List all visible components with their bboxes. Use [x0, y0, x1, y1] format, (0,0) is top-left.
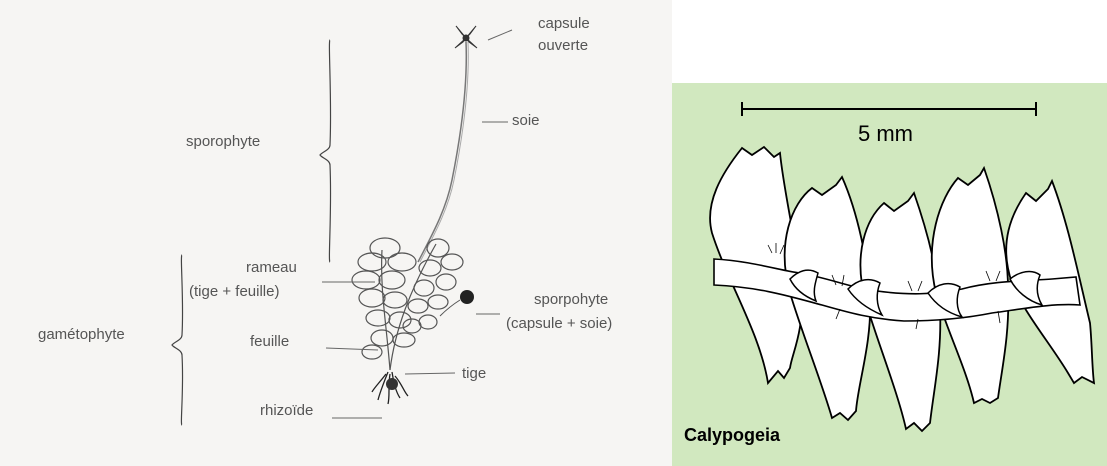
rhizoide-label: rhizoïde — [260, 402, 313, 419]
soie-label: soie — [512, 112, 540, 129]
sporpohyte-label-1: sporpohyte — [534, 291, 608, 308]
sporpohyte-label-2: (capsule + soie) — [506, 315, 612, 332]
feuille-label: feuille — [250, 333, 289, 350]
capsule-open-label-2: ouverte — [538, 37, 588, 54]
moss-diagram-panel: capsule ouverte soie sporophyte rameau (… — [0, 0, 672, 466]
moss-diagram: capsule ouverte soie sporophyte rameau (… — [0, 0, 672, 466]
gametophyte-bracket — [172, 255, 183, 425]
calypogeia-drawing: 5 mm Calypogeia — [672, 83, 1107, 466]
rameau-label-1: rameau — [246, 259, 297, 276]
gametophyte-label: gamétophyte — [38, 326, 125, 343]
tige-label: tige — [462, 365, 486, 382]
scale-bar — [742, 102, 1036, 116]
sporophyte-bracket — [320, 40, 331, 262]
capsule-open-label-1: capsule — [538, 15, 590, 32]
gametophyte-drawing — [352, 238, 463, 370]
scale-label: 5 mm — [858, 121, 913, 146]
side-capsule — [460, 290, 474, 304]
genus-label: Calypogeia — [684, 425, 781, 445]
rameau-label-2: (tige + feuille) — [189, 283, 279, 300]
sporophyte-label: sporophyte — [186, 133, 260, 150]
calypogeia-panel: 5 mm Calypogeia — [672, 83, 1107, 466]
